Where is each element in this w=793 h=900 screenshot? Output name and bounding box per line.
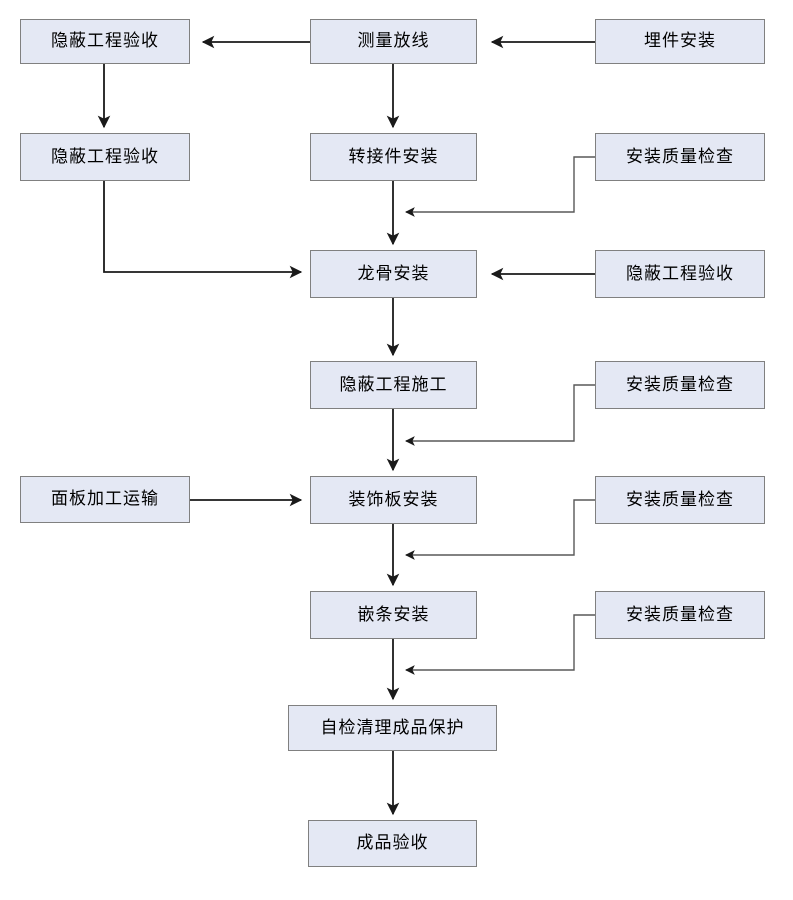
flow-node-n4[interactable]: 隐蔽工程验收 bbox=[20, 133, 190, 181]
flow-node-n5[interactable]: 转接件安装 bbox=[310, 133, 477, 181]
flow-edge-n13-to-n12 bbox=[405, 499, 595, 560]
flow-node-label: 安装质量检查 bbox=[626, 604, 734, 625]
flow-node-n13[interactable]: 安装质量检查 bbox=[595, 476, 765, 524]
flow-node-n1[interactable]: 隐蔽工程验收 bbox=[20, 19, 190, 64]
flow-node-label: 面板加工运输 bbox=[51, 489, 159, 509]
flow-node-label: 嵌条安装 bbox=[357, 604, 430, 625]
flow-node-n12[interactable]: 装饰板安装 bbox=[310, 476, 477, 524]
flow-node-n6[interactable]: 安装质量检查 bbox=[595, 133, 765, 181]
flow-node-n17[interactable]: 成品验收 bbox=[308, 820, 477, 867]
flow-node-label: 成品验收 bbox=[356, 833, 429, 853]
flow-node-n14[interactable]: 嵌条安装 bbox=[310, 591, 477, 639]
flow-node-n8[interactable]: 隐蔽工程验收 bbox=[595, 250, 765, 298]
flow-edge-n15-to-n14 bbox=[405, 614, 595, 675]
flow-node-n2[interactable]: 测量放线 bbox=[310, 19, 477, 64]
flow-edge-n6-to-n5 bbox=[405, 156, 595, 217]
flow-node-label: 隐蔽工程验收 bbox=[51, 31, 159, 51]
flow-node-label: 龙骨安装 bbox=[357, 263, 430, 284]
flow-node-label: 隐蔽工程验收 bbox=[51, 146, 159, 167]
flow-node-label: 隐蔽工程施工 bbox=[339, 374, 448, 395]
flow-node-n9[interactable]: 隐蔽工程施工 bbox=[310, 361, 477, 409]
flow-node-n3[interactable]: 埋件安装 bbox=[595, 19, 765, 64]
flow-node-label: 测量放线 bbox=[357, 31, 430, 51]
flow-node-n7[interactable]: 龙骨安装 bbox=[310, 250, 477, 298]
flow-node-n15[interactable]: 安装质量检查 bbox=[595, 591, 765, 639]
flow-node-label: 装饰板安装 bbox=[348, 489, 439, 510]
flow-node-n16[interactable]: 自检清理成品保护 bbox=[288, 705, 497, 751]
flow-node-label: 转接件安装 bbox=[348, 146, 439, 167]
flow-node-label: 埋件安装 bbox=[644, 31, 716, 51]
flow-node-n11[interactable]: 面板加工运输 bbox=[20, 476, 190, 523]
flow-edge-n10-to-n9 bbox=[405, 384, 595, 446]
flow-node-label: 安装质量检查 bbox=[626, 489, 734, 510]
flow-node-label: 隐蔽工程验收 bbox=[626, 263, 734, 284]
flow-node-label: 安装质量检查 bbox=[626, 374, 734, 395]
flow-node-n10[interactable]: 安装质量检查 bbox=[595, 361, 765, 409]
flow-edge-n4-to-n7 bbox=[103, 181, 303, 279]
flow-node-label: 安装质量检查 bbox=[626, 146, 734, 167]
flow-node-label: 自检清理成品保护 bbox=[320, 717, 465, 738]
